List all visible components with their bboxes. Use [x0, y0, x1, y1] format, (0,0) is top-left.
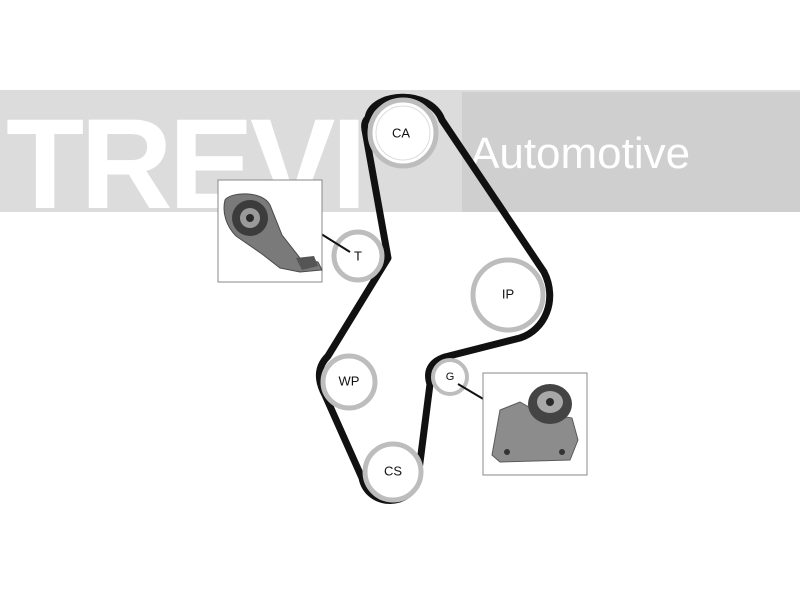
pulley-crankshaft-ring: [362, 441, 424, 503]
pulley-crankshaft-label: CS: [384, 463, 402, 478]
tensioner-lever-icon: [296, 256, 318, 270]
tensioner-part-photo: [217, 179, 323, 283]
pulley-crankshaft: CS: [362, 441, 424, 503]
pulley-guide-label: G: [446, 371, 455, 383]
guide-pulley-part-photo: [482, 372, 588, 476]
pulley-injection-pump: IP: [470, 257, 546, 333]
pulley-water-pump: WP: [320, 353, 378, 411]
belt-path: [315, 93, 554, 504]
pulley-guide: G: [431, 358, 469, 396]
timing-belt: [315, 93, 554, 504]
pulley-tensioner-ring: [331, 229, 385, 283]
pulley-water-pump-label: WP: [339, 373, 360, 388]
pulley-injection-pump-ring: [470, 257, 546, 333]
pulley-camshaft-face: [375, 105, 431, 161]
pulley-tensioner: T: [331, 229, 385, 283]
pulley-camshaft: CA: [367, 97, 439, 169]
guide-mount-hole-icon: [504, 449, 510, 455]
watermark-tagline: Automotive: [470, 129, 690, 178]
guide-roller-bolt-icon: [546, 398, 554, 406]
watermark-tagline-band: [462, 92, 800, 212]
pulley-camshaft-label: CA: [392, 125, 410, 140]
pulley-injection-pump-label: IP: [502, 286, 514, 301]
pulley-guide-ring: [431, 358, 469, 396]
pulley-tensioner-label: T: [354, 248, 362, 263]
pulley-water-pump-ring: [320, 353, 378, 411]
tensioner-leader-line: [317, 231, 351, 253]
tensioner-roller-bolt-icon: [246, 214, 254, 222]
guide-mount-hole-2-icon: [559, 449, 565, 455]
